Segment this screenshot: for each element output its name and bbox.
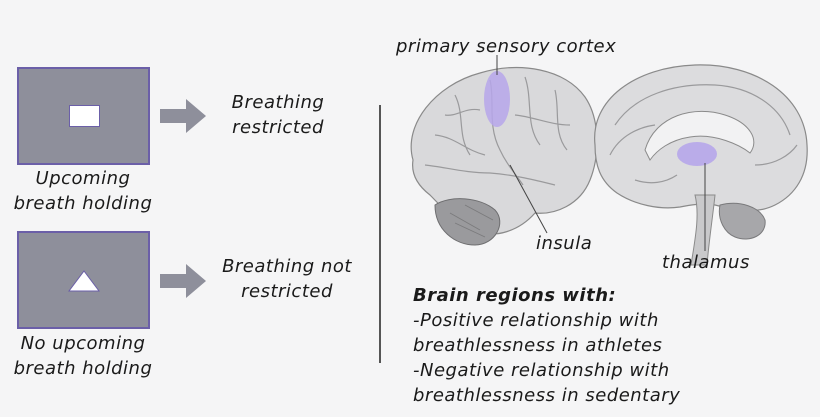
- legend-line: breathlessness in sedentary: [413, 385, 681, 406]
- arrow-icon: [160, 99, 206, 133]
- cue-box-upcoming: [17, 67, 150, 165]
- triangle-icon: [68, 270, 100, 292]
- arrow-icon: [160, 264, 206, 298]
- brain-illustration: [410, 55, 808, 266]
- outcome-restricted: Breathing restricted: [193, 90, 363, 140]
- outcome-line2: restricted: [232, 117, 324, 138]
- medial-brain: [594, 64, 808, 266]
- cue-label-line1: Upcoming: [35, 168, 131, 189]
- cue-label-line2: breath holding: [13, 193, 153, 214]
- sensory-cortex-highlight: [484, 71, 510, 127]
- legend-line: breathlessness in athletes: [413, 335, 663, 356]
- cue-label-line2: breath holding: [13, 358, 153, 379]
- cue-box-no-upcoming: [17, 231, 150, 329]
- divider: [379, 105, 381, 363]
- label-thalamus: thalamus: [662, 252, 750, 273]
- outcome-line1: Breathing not: [222, 256, 352, 277]
- square-icon: [69, 105, 100, 127]
- legend-title: Brain regions with:: [413, 285, 617, 306]
- cue-label-upcoming: Upcoming breath holding: [0, 166, 168, 216]
- cue-label-no-upcoming: No upcoming breath holding: [0, 331, 168, 381]
- legend: Brain regions with: -Positive relationsh…: [413, 283, 680, 408]
- outcome-line1: Breathing: [231, 92, 325, 113]
- label-primary-sensory-cortex: primary sensory cortex: [396, 36, 617, 57]
- lateral-brain: [410, 67, 598, 246]
- cue-label-line1: No upcoming: [20, 333, 146, 354]
- legend-line: -Positive relationship with: [413, 310, 659, 331]
- outcome-line2: restricted: [241, 281, 333, 302]
- legend-line: -Negative relationship with: [413, 360, 670, 381]
- label-insula: insula: [536, 233, 593, 254]
- thalamus-highlight: [677, 142, 717, 166]
- outcome-not-restricted: Breathing not restricted: [202, 254, 372, 304]
